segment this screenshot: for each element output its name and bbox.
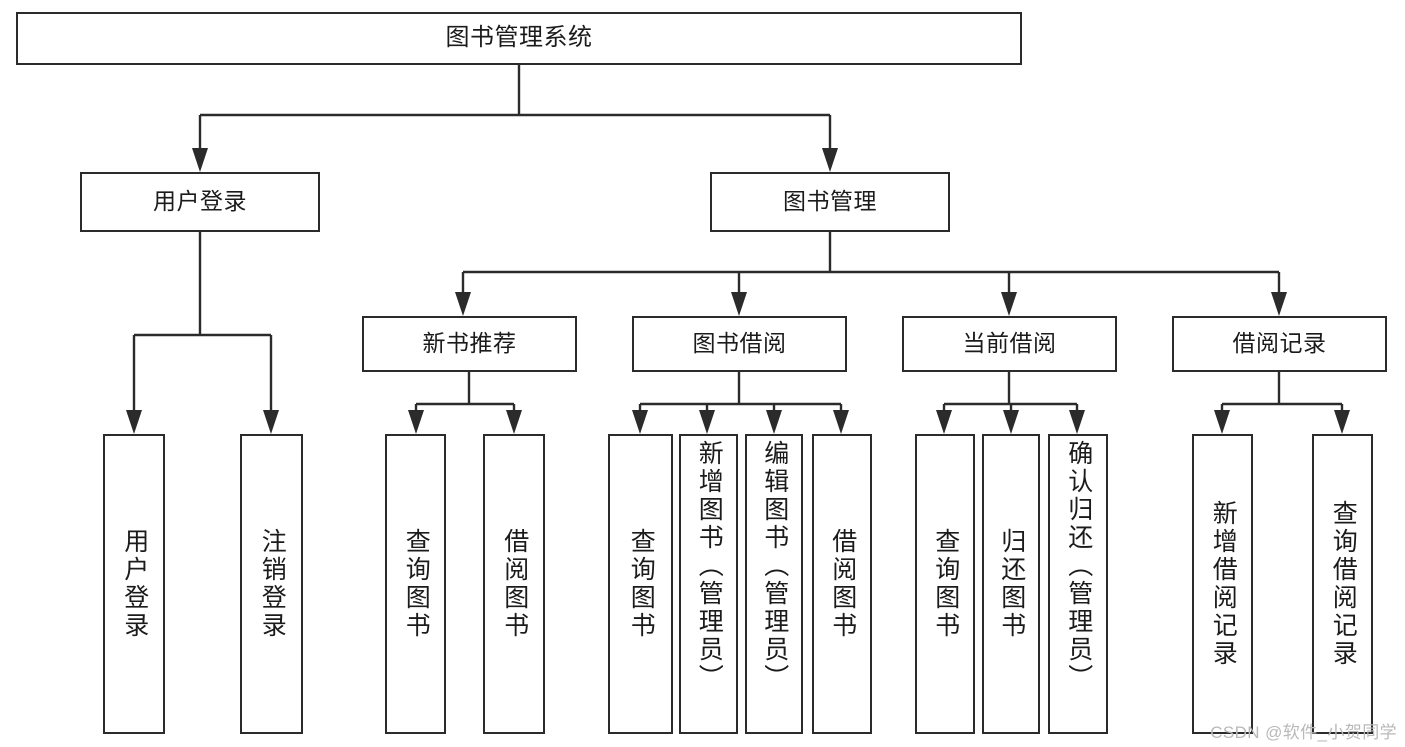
leaf-node-add-book-admin[interactable]: 新增图书（管理员） [679,434,738,734]
arrow-head-current-borrow [1001,292,1017,316]
node-new-book-recommendation[interactable]: 新书推荐 [362,316,577,372]
arrow-head-leaf-user-logout [263,410,279,434]
arrow-head-leaf-query-book-1 [408,410,424,434]
arrow-head-book-manage [822,148,838,172]
leaf-node-add-borrowing-record[interactable]: 新增借阅记录 [1192,434,1253,734]
arrow-head-user-login [192,148,208,172]
arrow-head-leaf-borrow-book-1 [506,410,522,434]
node-user-login[interactable]: 用户登录 [80,172,320,232]
node-book-management[interactable]: 图书管理 [710,172,950,232]
node-borrowing-record[interactable]: 借阅记录 [1172,316,1387,372]
arrow-head-leaf-query-record [1334,410,1350,434]
node-label: 借阅记录 [1232,330,1327,357]
arrow-head-leaf-add-record [1214,410,1230,434]
node-book-management-system[interactable]: 图书管理系统 [16,12,1022,65]
node-label: 注销登录 [258,528,287,640]
node-label: 新增借阅记录 [1209,500,1238,668]
arrow-head-leaf-query-book-2 [632,410,648,434]
node-label: 查询图书 [402,528,431,640]
leaf-node-query-book-borrowing[interactable]: 查询图书 [608,434,673,734]
leaf-node-query-borrowing-record[interactable]: 查询借阅记录 [1312,434,1373,734]
node-label: 用户登录 [153,188,247,215]
node-label: 借阅图书 [828,528,857,640]
leaf-node-query-book-current[interactable]: 查询图书 [915,434,975,734]
arrow-head-leaf-query-book-3 [936,410,952,434]
leaf-node-return-book[interactable]: 归还图书 [982,434,1040,734]
node-label: 新书推荐 [422,330,517,357]
node-label: 编辑图书（管理员） [760,440,789,692]
leaf-node-user-login[interactable]: 用户登录 [103,434,165,734]
arrow-head-leaf-add-book [699,410,715,434]
node-label: 确认归还（管理员） [1064,440,1093,692]
arrow-head-new-book-rec [455,292,471,316]
arrow-head-borrow-record [1271,292,1287,316]
node-label: 借阅图书 [500,528,529,640]
node-label: 查询图书 [931,528,960,640]
leaf-node-user-logout[interactable]: 注销登录 [240,434,303,734]
arrow-head-leaf-confirm-return [1069,410,1085,434]
leaf-node-confirm-return-admin[interactable]: 确认归还（管理员） [1048,434,1108,734]
node-label: 图书管理系统 [445,24,593,52]
arrow-head-leaf-borrow-book-2 [833,410,849,434]
node-label: 图书借阅 [692,330,787,357]
csdn-watermark: CSDN @软件_小贺同学 [1210,723,1397,742]
node-label: 查询借阅记录 [1329,500,1358,668]
node-current-borrowing[interactable]: 当前借阅 [902,316,1117,372]
node-label: 用户登录 [120,528,149,640]
node-label: 图书管理 [783,188,877,215]
arrow-head-book-borrow [731,292,747,316]
leaf-node-edit-book-admin[interactable]: 编辑图书（管理员） [745,434,803,734]
leaf-node-borrow-book-recommendation[interactable]: 借阅图书 [483,434,545,734]
node-book-borrowing[interactable]: 图书借阅 [632,316,847,372]
arrow-head-leaf-return-book [1003,410,1019,434]
node-label: 归还图书 [997,528,1026,640]
node-label: 当前借阅 [962,330,1057,357]
leaf-node-query-book-recommendation[interactable]: 查询图书 [385,434,446,734]
node-label: 查询图书 [627,528,656,640]
arrow-head-leaf-user-login [126,410,142,434]
node-label: 新增图书（管理员） [695,440,724,692]
arrow-head-leaf-edit-book [766,410,782,434]
leaf-node-borrow-book-borrowing[interactable]: 借阅图书 [812,434,872,734]
